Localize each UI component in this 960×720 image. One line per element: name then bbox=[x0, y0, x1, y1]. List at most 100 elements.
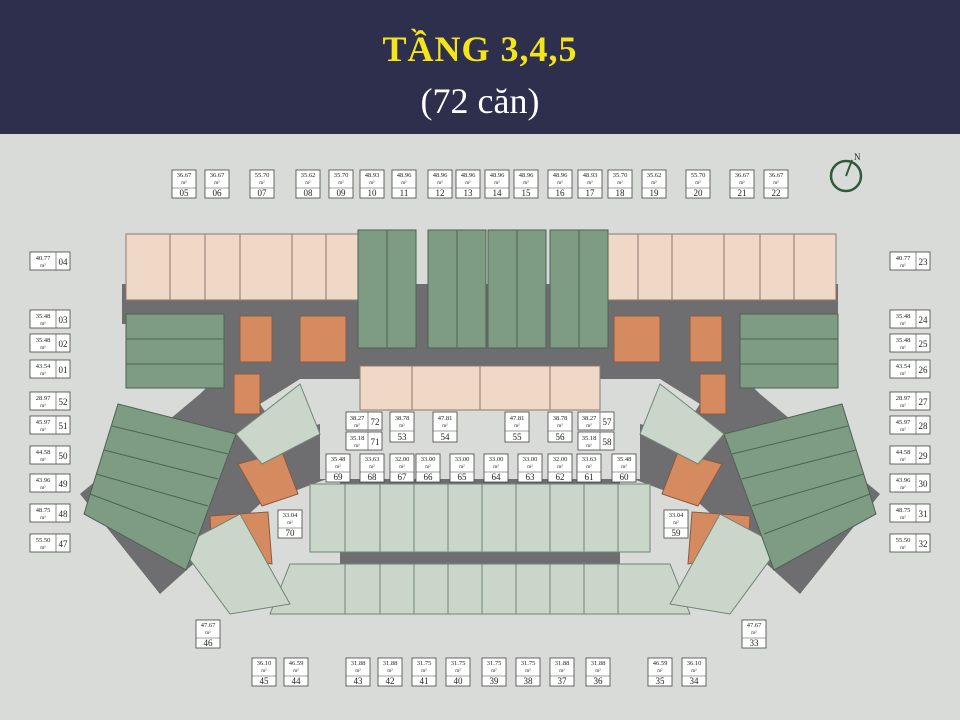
unit-number: 34 bbox=[690, 676, 700, 686]
unit-number: 67 bbox=[398, 472, 408, 482]
unit-area-unit: m² bbox=[214, 180, 220, 186]
unit-area: 43.54 bbox=[36, 363, 51, 370]
unit-area: 48.75 bbox=[36, 507, 51, 514]
unit-number: 43 bbox=[354, 676, 364, 686]
unit-area: 46.59 bbox=[653, 660, 668, 667]
unit-area-unit: m² bbox=[181, 180, 187, 186]
unit-area: 36.67 bbox=[177, 172, 192, 179]
unit-area-unit: m² bbox=[261, 668, 267, 674]
top-right-units bbox=[603, 233, 837, 301]
unit-number: 60 bbox=[620, 472, 630, 482]
unit-area-unit: m² bbox=[514, 423, 520, 429]
unit-area-unit: m² bbox=[586, 423, 592, 429]
unit-area-unit: m² bbox=[900, 371, 906, 377]
unit-number: 59 bbox=[672, 528, 682, 538]
unit-number: 37 bbox=[558, 676, 568, 686]
unit-area-unit: m² bbox=[437, 180, 443, 186]
unit-area: 38.78 bbox=[553, 415, 568, 422]
unit-area: 36.67 bbox=[769, 172, 784, 179]
unit-area-unit: m² bbox=[355, 668, 361, 674]
unit-number: 48 bbox=[59, 509, 69, 519]
page-title: TẦNG 3,4,5 bbox=[382, 29, 578, 69]
unit-area-unit: m² bbox=[259, 180, 265, 186]
unit-area: 55.70 bbox=[255, 172, 270, 179]
unit-number: 65 bbox=[458, 472, 468, 482]
unit-number: 33 bbox=[750, 638, 760, 648]
